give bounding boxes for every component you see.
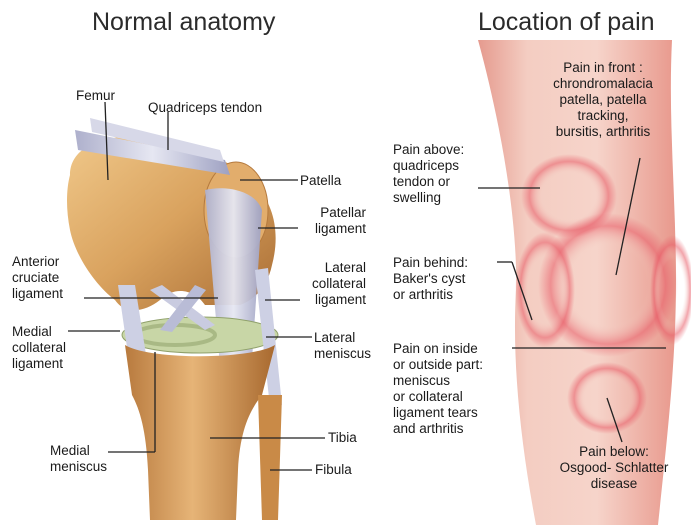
- label-medial-meniscus: Medial meniscus: [50, 443, 107, 475]
- label-quadriceps-tendon: Quadriceps tendon: [148, 100, 262, 116]
- pain-region-inside: [515, 232, 575, 348]
- label-pain-front: Pain in front : chrondromalacia patella,…: [528, 60, 678, 140]
- label-pain-inside-outside: Pain on inside or outside part: meniscus…: [393, 341, 483, 437]
- label-fibula: Fibula: [315, 462, 352, 478]
- label-femur: Femur: [76, 88, 115, 104]
- label-pain-behind: Pain behind: Baker's cyst or arthritis: [393, 255, 468, 303]
- label-pain-above: Pain above: quadriceps tendon or swellin…: [393, 142, 464, 206]
- label-anterior-cruciate-ligament: Anterior cruciate ligament: [12, 254, 63, 302]
- fibula-bone: [258, 395, 282, 520]
- label-medial-collateral-ligament: Medial collateral ligament: [12, 324, 66, 372]
- normal-anatomy-title: Normal anatomy: [92, 8, 275, 37]
- label-tibia: Tibia: [328, 430, 357, 446]
- label-pain-below: Pain below: Osgood- Schlatter disease: [540, 444, 688, 492]
- label-lateral-collateral-ligament: Lateral collateral ligament: [288, 260, 366, 308]
- tibia-bone: [125, 345, 275, 520]
- location-of-pain-title: Location of pain: [478, 8, 655, 37]
- label-patellar-ligament: Patellar ligament: [296, 205, 366, 237]
- label-patella: Patella: [300, 173, 341, 189]
- label-lateral-meniscus: Lateral meniscus: [314, 330, 371, 362]
